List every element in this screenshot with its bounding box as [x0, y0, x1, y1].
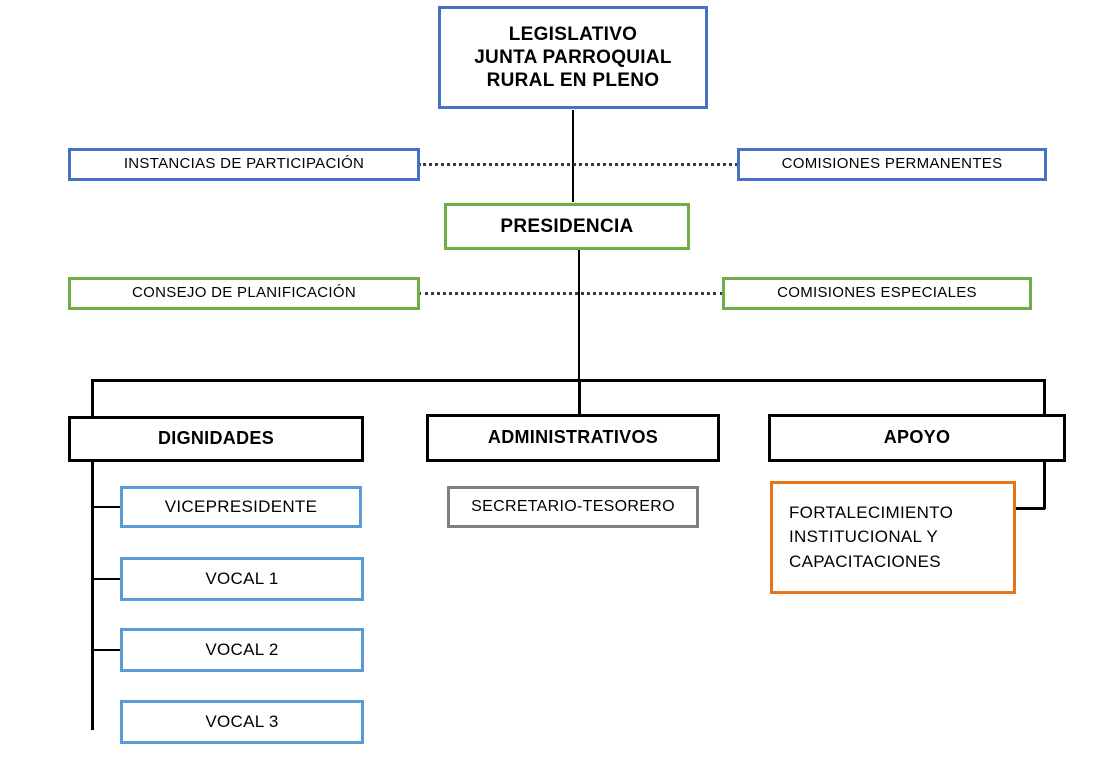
node-secretario-tesorero[interactable]: SECRETARIO-TESORERO [447, 486, 699, 528]
node-vocal-1-label: VOCAL 1 [205, 568, 279, 588]
connector-dotted-row2 [418, 163, 738, 166]
node-apoyo-label: APOYO [883, 427, 951, 448]
node-legislativo-line2: JUNTA PARROQUIAL [474, 46, 672, 68]
node-comisiones-permanentes[interactable]: COMISIONES PERMANENTES [737, 148, 1047, 181]
node-comisiones-especiales[interactable]: COMISIONES ESPECIALES [722, 277, 1032, 310]
node-fortalecimiento-line2: INSTITUCIONAL Y [789, 527, 939, 547]
node-vicepresidente[interactable]: VICEPRESIDENTE [120, 486, 362, 528]
connector-dotted-row3 [418, 292, 723, 295]
node-fortalecimiento-line1: FORTALECIMIENTO [789, 503, 954, 523]
node-instancias-de-participacion[interactable]: INSTANCIAS DE PARTICIPACIÓN [68, 148, 420, 181]
node-fortalecimiento-institucional-capacitaciones[interactable]: FORTALECIMIENTO INSTITUCIONAL Y CAPACITA… [770, 481, 1016, 594]
node-dignidades[interactable]: DIGNIDADES [68, 416, 364, 462]
node-vicepresidente-label: VICEPRESIDENTE [164, 496, 318, 516]
node-presidencia[interactable]: PRESIDENCIA [444, 203, 690, 250]
connector-bus-administrativos [578, 379, 581, 415]
node-comisiones-permanentes-label: COMISIONES PERMANENTES [781, 155, 1003, 173]
node-vocal-2[interactable]: VOCAL 2 [120, 628, 364, 672]
connector-presidencia-bus [578, 250, 580, 382]
connector-dignidades-vicepresidente [91, 506, 121, 508]
node-consejo-planificacion-label: CONSEJO DE PLANIFICACIÓN [132, 284, 356, 302]
node-vocal-3-label: VOCAL 3 [205, 711, 279, 731]
node-presidencia-label: PRESIDENCIA [500, 215, 634, 237]
node-instancias-label: INSTANCIAS DE PARTICIPACIÓN [123, 155, 365, 173]
node-legislativo-line3: RURAL EN PLENO [486, 70, 660, 92]
node-dignidades-label: DIGNIDADES [157, 428, 274, 449]
node-legislativo-line1: LEGISLATIVO [508, 23, 638, 45]
connector-main-bus [91, 379, 1045, 382]
connector-dignidades-vocal1 [91, 578, 121, 580]
node-consejo-de-planificacion[interactable]: CONSEJO DE PLANIFICACIÓN [68, 277, 420, 310]
connector-bus-dignidades [91, 379, 94, 730]
connector-dignidades-vocal2 [91, 649, 121, 651]
node-administrativos-label: ADMINISTRATIVOS [487, 427, 659, 448]
node-apoyo[interactable]: APOYO [768, 414, 1066, 462]
connector-legislativo-presidencia [572, 110, 574, 202]
node-comisiones-especiales-label: COMISIONES ESPECIALES [777, 284, 977, 302]
node-administrativos[interactable]: ADMINISTRATIVOS [426, 414, 720, 462]
node-vocal-3[interactable]: VOCAL 3 [120, 700, 364, 744]
connector-apoyo-fortalecimiento [1016, 507, 1045, 510]
node-vocal-1[interactable]: VOCAL 1 [120, 557, 364, 601]
node-vocal-2-label: VOCAL 2 [205, 639, 279, 659]
node-fortalecimiento-line3: CAPACITACIONES [789, 551, 941, 571]
node-legislativo-junta-parroquial[interactable]: LEGISLATIVO JUNTA PARROQUIAL RURAL EN PL… [438, 6, 708, 109]
node-secretario-tesorero-label: SECRETARIO-TESORERO [471, 498, 675, 516]
